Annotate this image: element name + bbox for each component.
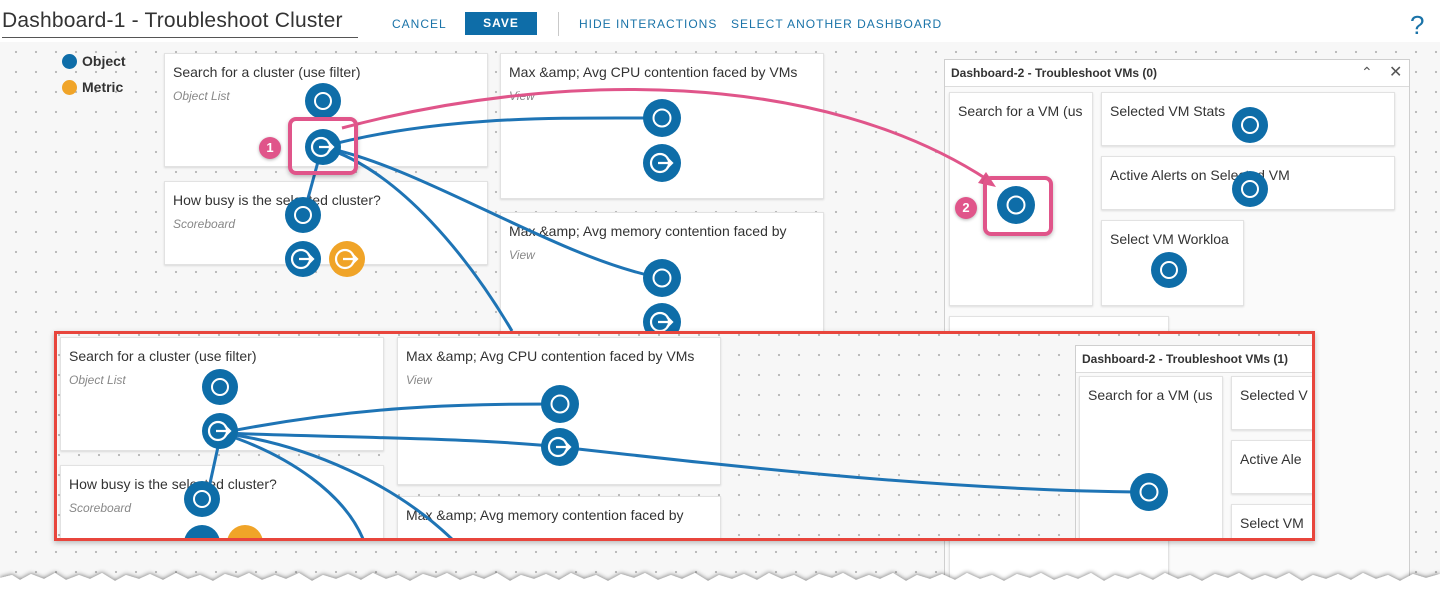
widget-title: Select VM Workloa [1110, 231, 1229, 247]
inset-widget-search-vm[interactable]: Search for a VM (us [1079, 376, 1223, 538]
widget-title: How busy is the selected cluster? [69, 476, 277, 492]
legend-metric: Metric [62, 74, 126, 100]
widget-title: Search for a VM (us [1088, 387, 1213, 403]
widget-title: Search for a cluster (use filter) [173, 64, 361, 80]
legend-object: Object [62, 48, 126, 74]
legend-object-label: Object [82, 53, 126, 69]
cancel-button[interactable]: CANCEL [392, 17, 447, 31]
metric-output-port-icon[interactable] [227, 525, 263, 538]
widget-title: Active Ale [1240, 451, 1302, 467]
highlight-box-2 [983, 176, 1053, 236]
object-input-port-icon[interactable] [1232, 107, 1268, 143]
widget-type: Scoreboard [173, 217, 236, 231]
metric-dot-icon [62, 79, 77, 95]
object-input-port-icon[interactable] [1232, 171, 1268, 207]
widget-type: Object List [173, 89, 230, 103]
object-output-port-icon[interactable] [643, 144, 681, 182]
legend: Object Metric [62, 48, 126, 100]
callout-badge-2: 2 [955, 197, 977, 219]
close-icon[interactable]: ✕ [1389, 64, 1403, 81]
inset-widget-active-alerts[interactable]: Active Ale [1231, 440, 1312, 494]
object-input-port-icon[interactable] [997, 186, 1035, 224]
hide-interactions-button[interactable]: HIDE INTERACTIONS [579, 17, 718, 31]
object-input-port-icon[interactable] [184, 481, 220, 517]
help-icon[interactable]: ? [1410, 10, 1425, 40]
object-input-port-icon[interactable] [541, 385, 579, 423]
widget-title: Select VM [1240, 515, 1304, 531]
widget-title: Max &amp; Avg CPU contention faced by VM… [509, 64, 798, 80]
object-input-port-icon[interactable] [305, 83, 341, 119]
object-output-port-icon[interactable] [285, 241, 321, 277]
object-output-port-icon[interactable] [541, 428, 579, 466]
object-output-port-icon[interactable] [305, 129, 341, 165]
widget-type: View [509, 248, 535, 262]
object-input-port-icon[interactable] [1130, 473, 1168, 511]
select-another-dashboard-button[interactable]: SELECT ANOTHER DASHBOARD [731, 17, 943, 31]
top-bar: Dashboard-1 - Troubleshoot Cluster CANCE… [0, 0, 1440, 42]
widget-title: Search for a VM (us [958, 103, 1083, 119]
object-input-port-icon[interactable] [202, 369, 238, 405]
widget-type: Object List [69, 373, 126, 387]
widget-title: Selected VM Stats [1110, 103, 1226, 119]
object-input-port-icon[interactable] [643, 259, 681, 297]
widget-type: Scoreboard [69, 501, 132, 515]
object-input-port-icon[interactable] [643, 99, 681, 137]
inset-dashboard2-header: Dashboard-2 - Troubleshoot VMs (1) [1076, 346, 1312, 373]
save-button[interactable]: SAVE [465, 12, 537, 35]
widget-title: How busy is the selected cluster? [173, 192, 381, 208]
inset-widget-how-busy[interactable]: How busy is the selected cluster? Scoreb… [60, 465, 384, 538]
widget-how-busy[interactable]: How busy is the selected cluster? Scoreb… [164, 181, 488, 265]
inset-after-view: Search for a cluster (use filter) Object… [54, 331, 1315, 541]
object-output-port-icon[interactable] [184, 525, 220, 538]
widget-type: View [509, 89, 535, 103]
callout-badge-1: 1 [259, 137, 281, 159]
inset-widget-selected-vm[interactable]: Selected V [1231, 376, 1312, 430]
widget-type: View [406, 373, 432, 387]
torn-paper-edge [0, 573, 1440, 594]
object-dot-icon [62, 53, 77, 69]
object-output-port-icon[interactable] [202, 413, 238, 449]
widget-title: Max &amp; Avg memory contention faced by [509, 223, 787, 239]
object-input-port-icon[interactable] [285, 197, 321, 233]
legend-metric-label: Metric [82, 79, 124, 95]
widget-title: Max &amp; Avg CPU contention faced by VM… [406, 348, 695, 364]
dashboard2-title: Dashboard-2 - Troubleshoot VMs (0) [951, 66, 1158, 80]
toolbar-divider [558, 12, 559, 36]
page-title: Dashboard-1 - Troubleshoot Cluster [2, 9, 358, 38]
object-input-port-icon[interactable] [1151, 252, 1187, 288]
collapse-icon[interactable]: ⌃ [1361, 64, 1373, 80]
inset-widget-memory-contention[interactable]: Max &amp; Avg memory contention faced by [397, 496, 721, 538]
dashboard2-header: Dashboard-2 - Troubleshoot VMs (0) ⌃ ✕ [945, 60, 1409, 87]
widget-title: Max &amp; Avg memory contention faced by [406, 507, 684, 523]
widget-title: Selected V [1240, 387, 1308, 403]
inset-dashboard2-title: Dashboard-2 - Troubleshoot VMs (1) [1082, 352, 1289, 366]
metric-output-port-icon[interactable] [329, 241, 365, 277]
widget-title: Search for a cluster (use filter) [69, 348, 257, 364]
highlight-box-1 [288, 117, 358, 175]
inset-widget-select-vm[interactable]: Select VM [1231, 504, 1312, 538]
